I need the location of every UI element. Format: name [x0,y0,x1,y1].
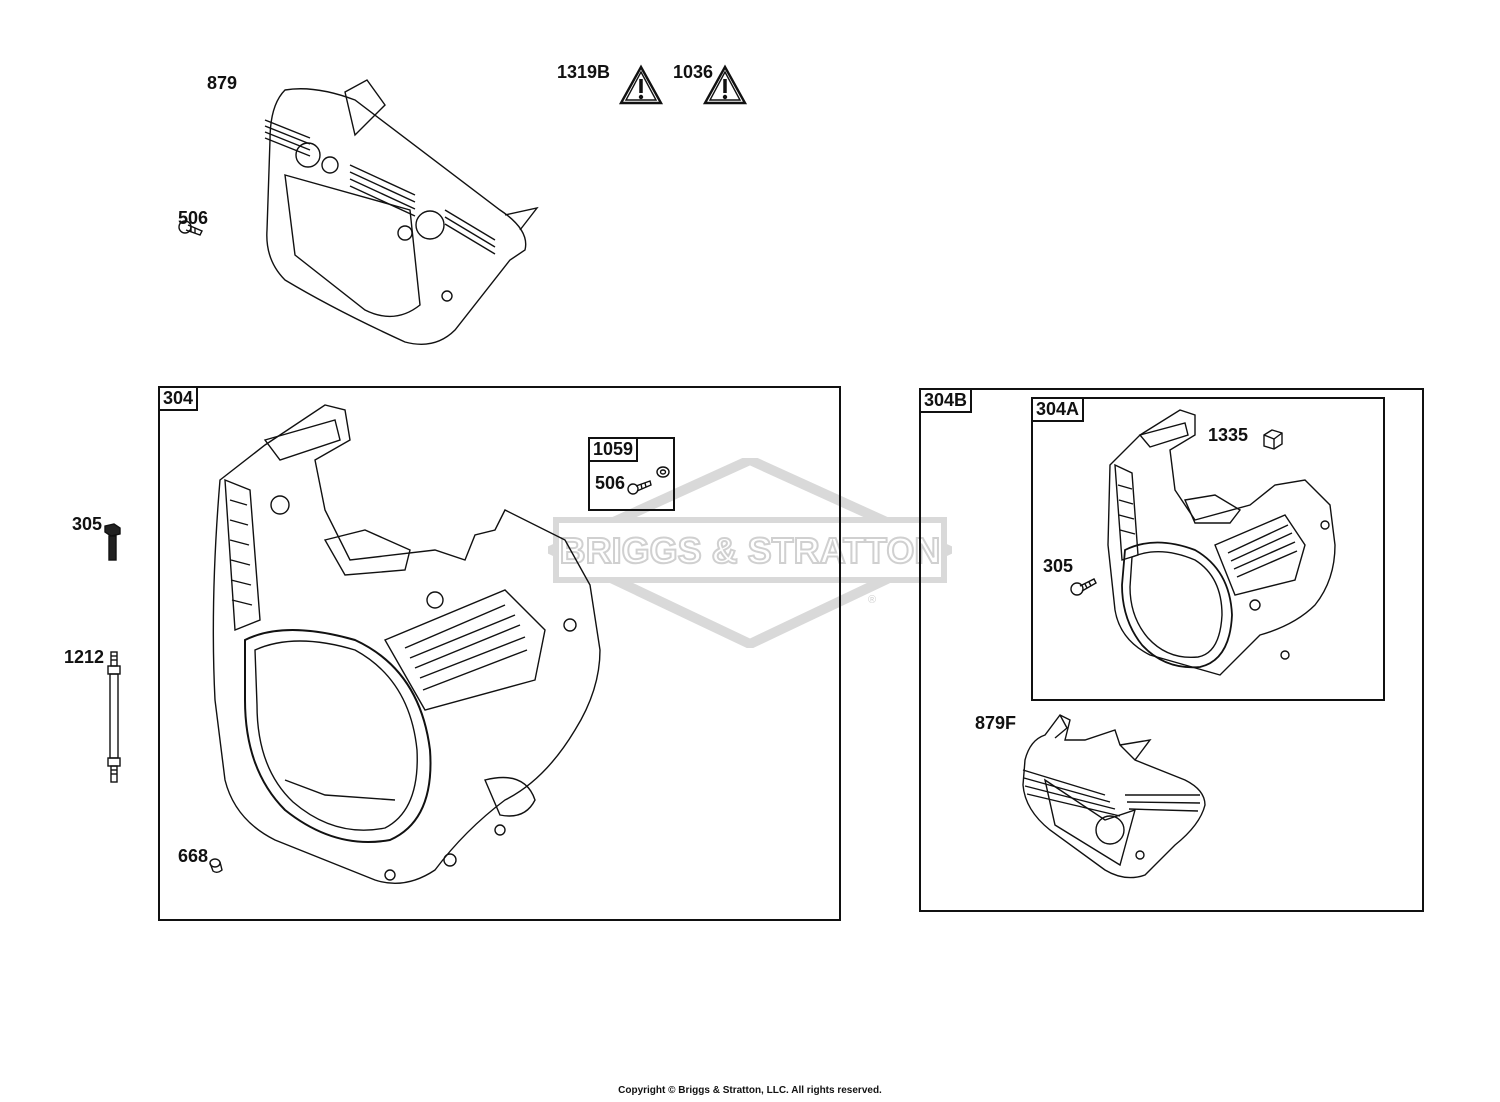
watermark-text: BRIGGS & STRATTON [560,530,941,571]
callout-879[interactable]: 879 [207,73,238,93]
watermark-registered: ® [868,594,876,606]
part-1335-nut [1263,429,1283,450]
callout-506-kit[interactable]: 506 [595,473,626,493]
callout-305-left[interactable]: 305 [72,514,103,534]
callout-1319B[interactable]: 1319B [557,62,611,82]
callout-879F[interactable]: 879F [975,713,1017,733]
watermark-logo: BRIGGS & STRATTON ® [540,454,960,653]
part-305-screw-right [1070,578,1097,596]
part-668-bushing [209,858,223,873]
part-304-blower-housing [212,404,601,885]
part-506-screw-top [178,220,203,236]
part-506-screw-kit [627,466,670,495]
box-304A-assembly [1031,397,1385,701]
tag-304B[interactable]: 304B [919,388,973,413]
warning-triangle-icon [618,64,664,105]
copyright-notice: Copyright © Briggs & Stratton, LLC. All … [618,1085,882,1096]
callout-1212[interactable]: 1212 [64,647,105,667]
part-305-bolt-left [104,523,121,561]
box-304-blower-housing [158,386,841,921]
part-1212-stud [107,651,121,783]
warning-triangle-icon [702,64,748,105]
part-304A-blower-housing [1107,409,1336,676]
callout-1335[interactable]: 1335 [1208,425,1249,445]
callout-1036[interactable]: 1036 [673,62,714,82]
tag-1059[interactable]: 1059 [588,437,639,462]
callout-668[interactable]: 668 [178,846,209,866]
part-879-shroud-cover [264,79,539,345]
callout-305-right[interactable]: 305 [1043,556,1074,576]
callout-506-top[interactable]: 506 [178,208,209,228]
box-304B-assembly [919,388,1424,912]
tag-304[interactable]: 304 [158,386,199,411]
tag-304A[interactable]: 304A [1031,397,1085,422]
part-879F-shroud-cover [1022,714,1206,879]
